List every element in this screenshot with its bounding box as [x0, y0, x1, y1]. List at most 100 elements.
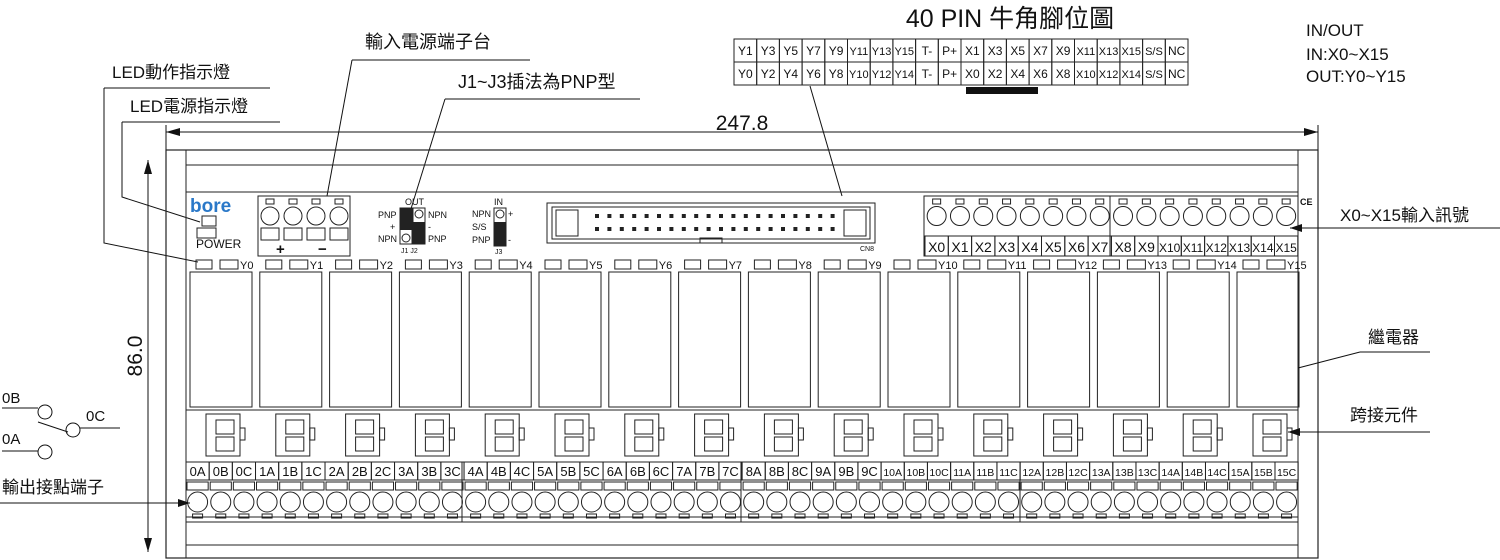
output-terminal-latch: [742, 481, 765, 491]
connector-pin: [657, 227, 661, 231]
output-terminal-foot: [400, 513, 412, 519]
output-terminal-screw: [743, 491, 765, 513]
bridge-slot: [1192, 419, 1212, 435]
connector-pin: [694, 214, 699, 218]
callout-jumper-leader: [409, 98, 446, 213]
jumper-j3-pin: [495, 209, 505, 219]
connector-pin: [694, 227, 699, 231]
output-terminal-foot: [794, 513, 806, 519]
power-led: [196, 227, 217, 239]
led-action-indicator: [753, 259, 771, 270]
pin-label-x2: X2: [988, 67, 1003, 81]
led-label-y3: Y3: [449, 260, 462, 272]
input-label-x10: X10: [1159, 241, 1181, 255]
contact-legend: 0B 0C 0A: [2, 390, 120, 460]
power-terminal-frame: [257, 195, 351, 257]
bridge-slot: [355, 419, 375, 435]
output-terminal-screw: [951, 491, 973, 513]
input-terminal-latch: [1025, 198, 1035, 205]
rail-right: [1297, 149, 1319, 559]
pin-label-nc: NC: [1168, 44, 1186, 58]
output-terminal-3a: 3A: [398, 464, 414, 479]
bridge-slot: [1122, 419, 1142, 435]
input-label-x6: X6: [1068, 239, 1085, 255]
jumper-in-pnp: PNP: [472, 235, 491, 245]
power-terminal-clamp: [329, 227, 349, 241]
output-terminal-foot: [979, 513, 991, 519]
connector-pin: [743, 214, 748, 218]
led-resistor: [847, 259, 867, 270]
output-terminal-latch: [858, 481, 881, 491]
output-terminal-latch: [788, 481, 812, 491]
connector-pin: [644, 227, 649, 231]
connector-pin: [756, 227, 761, 231]
dimension-height-arrow-bottom: [144, 538, 152, 552]
output-terminal-screw: [859, 491, 881, 513]
output-terminal-latch: [371, 481, 395, 491]
pin-cell: [1164, 61, 1189, 86]
callout-led-action-leader: [103, 88, 199, 263]
input-label-x11: X11: [1183, 241, 1204, 255]
output-terminal-latch: [395, 481, 418, 491]
output-terminal-foot: [215, 513, 227, 519]
jumper-out-pnp2: PNP: [428, 234, 447, 244]
bridge-tab: [797, 427, 804, 441]
output-terminal-7c: 7C: [722, 464, 739, 479]
input-terminal-latch: [1235, 198, 1245, 205]
output-terminal-screw: [1021, 491, 1043, 513]
led-action-indicator: [474, 259, 492, 270]
power-terminal-clamp: [283, 227, 303, 241]
output-terminal-13c: 13C: [1138, 467, 1158, 479]
connector-latch-left: [555, 209, 579, 237]
relay-y11: [957, 271, 1021, 408]
output-terminal-11b: 11B: [976, 467, 994, 479]
output-terminal-latch: [186, 481, 209, 491]
connector-pin: [632, 214, 637, 218]
output-terminal-screw: [395, 491, 417, 513]
output-terminal-14a: 14A: [1161, 467, 1180, 479]
output-terminal-3b: 3B: [421, 464, 437, 479]
output-terminal-foot: [1257, 513, 1269, 519]
connector-inner: [551, 206, 871, 240]
bridge-slot: [1192, 436, 1212, 452]
output-terminal-latch: [1205, 481, 1229, 491]
connector-pin: [632, 227, 637, 231]
bridge-tab: [867, 427, 874, 441]
output-terminal-screw: [650, 491, 672, 513]
bridge-row: [205, 413, 1293, 457]
output-terminal-latch: [418, 481, 441, 491]
output-terminal-screw: [1160, 491, 1182, 513]
bridge-slot: [1262, 419, 1282, 435]
output-terminal-latch: [1113, 481, 1136, 491]
output-terminal-foot: [470, 513, 482, 519]
output-terminal-6c: 6C: [653, 464, 670, 479]
contact-legend-c: 0C: [86, 408, 105, 425]
relay-y13: [1096, 271, 1160, 408]
output-terminal-foot: [840, 513, 852, 519]
input-terminal-screw: [949, 206, 970, 226]
pin-label-ss: S/S: [1145, 69, 1163, 81]
io-note-3: OUT:Y0~Y15: [1306, 67, 1406, 86]
output-terminal-latch: [974, 481, 997, 491]
dimension-width-arrow-right: [1304, 128, 1318, 136]
output-terminal-4a: 4A: [468, 464, 484, 479]
relay-y10: [887, 271, 951, 408]
output-terminal-12a: 12A: [1022, 467, 1041, 479]
output-terminal-foot: [609, 513, 621, 519]
input-terminal-screw: [1159, 206, 1180, 226]
output-terminal-screw: [1137, 491, 1159, 513]
contact-legend-b-node: [37, 404, 53, 420]
pin-label-y3: Y3: [761, 44, 776, 58]
output-terminal-1c: 1C: [305, 464, 322, 479]
input-terminal-latch: [1211, 198, 1221, 205]
jumper-in-id: J3: [495, 249, 503, 256]
led-label-y14: Y14: [1217, 260, 1237, 272]
pin-label-x12: X12: [1099, 69, 1119, 81]
jumper-out-plus: +: [390, 222, 395, 232]
callout-bridge-arrow: [1288, 428, 1300, 436]
pin-label-p: P+: [942, 44, 957, 58]
output-terminal-latch: [673, 481, 696, 491]
output-terminal-latch: [1182, 481, 1205, 491]
output-terminal-latch: [1229, 481, 1252, 491]
output-terminal-1a: 1A: [259, 464, 275, 479]
